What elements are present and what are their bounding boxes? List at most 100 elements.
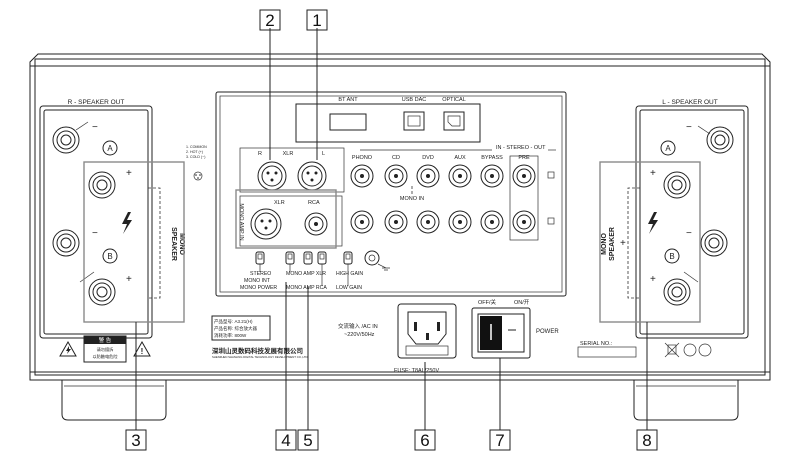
callout-1: 1 — [306, 9, 328, 31]
power-section: 交流输入 /AC IN ~220V/50Hz FUSE: T8AL/250V O… — [338, 298, 559, 374]
fuse-label: FUSE: T8AL/250V — [394, 368, 439, 374]
rca-pre-bottom[interactable] — [512, 210, 536, 234]
group-box-mono-amp — [235, 189, 337, 249]
rca-bypass-top[interactable] — [480, 164, 504, 188]
warning-triangle-right-icon — [133, 340, 151, 357]
r-label-b: B — [107, 252, 112, 261]
power-label: POWER — [536, 329, 559, 335]
l-mono-speaker-label: MONOSPEAKER — [601, 227, 616, 261]
rca-aux-top[interactable] — [448, 164, 472, 188]
r-plus-2: + — [126, 274, 132, 285]
mono-int-label: MONO INT — [244, 278, 271, 284]
r-terminal-b-minus[interactable] — [52, 229, 80, 257]
high-gain-label: HIGH GAIN — [336, 271, 363, 277]
rca-dvd-bottom[interactable] — [416, 210, 440, 234]
certification-icon-2 — [698, 343, 712, 357]
serial-no-label: SERIAL NO.: — [580, 341, 613, 347]
rca-dvd-top[interactable] — [416, 164, 440, 188]
aux-label: AUX — [454, 155, 466, 161]
pin-legend-3: 3. COLD (−) — [186, 155, 205, 159]
r-lightning-icon — [122, 212, 132, 234]
group-box-3 — [83, 161, 185, 323]
l-label-b: B — [669, 252, 674, 261]
power-on-label: ON/开 — [514, 299, 530, 306]
callout-6: 6 — [414, 429, 436, 451]
optical-label: OPTICAL — [442, 97, 466, 103]
switch-mono-amp-input[interactable] — [285, 251, 295, 265]
bt-antenna-port[interactable] — [329, 113, 367, 131]
svg-text:!: ! — [141, 347, 144, 356]
power-off-label: OFF/关 — [478, 298, 497, 306]
phono-label: PHONO — [352, 155, 373, 161]
warning-title: 警 告 — [99, 336, 112, 344]
xlr-l-label: L — [322, 151, 325, 157]
r-terminal-a-plus[interactable] — [88, 171, 116, 199]
l-pair-b-marker — [664, 248, 680, 264]
power-rocker-switch[interactable] — [471, 307, 531, 359]
xlr-right-input[interactable] — [257, 161, 287, 191]
switch-xlr-rca-1[interactable] — [303, 251, 313, 265]
certification-icon-1 — [683, 343, 697, 357]
callout-3: 3 — [125, 429, 147, 451]
group-box-8 — [599, 161, 701, 323]
rca-aux-bottom[interactable] — [448, 210, 472, 234]
warning-block: 警 告 请勿擅拆 以防触电危险 ! — [59, 335, 151, 363]
usb-dac-label: USB DAC — [402, 97, 426, 103]
callout-4: 4 — [275, 429, 297, 451]
l-speaker-out-title: L - SPEAKER OUT — [662, 99, 717, 106]
ac-voltage-label: ~220V/50Hz — [344, 332, 375, 338]
callout-1-number: 1 — [312, 11, 321, 30]
l-plus-3: + — [620, 238, 626, 249]
callout-2-number: 2 — [265, 11, 274, 30]
l-terminal-a-plus[interactable] — [663, 171, 691, 199]
rca-cd-bottom[interactable] — [384, 210, 408, 234]
rca-pre-top[interactable] — [512, 164, 536, 188]
callout-4-number: 4 — [281, 431, 290, 450]
bt-ant-label: BT ANT — [338, 97, 358, 103]
l-terminal-a-minus[interactable] — [706, 126, 734, 154]
rca-cd-top[interactable] — [384, 164, 408, 188]
switch-gain[interactable] — [343, 251, 353, 265]
switch-xlr-rca-2[interactable] — [317, 251, 327, 265]
r-minus-2: − — [92, 228, 98, 239]
callout-8: 8 — [636, 429, 658, 451]
r-terminal-a-minus[interactable] — [52, 126, 80, 154]
mono-power-label: MONO POWER — [240, 285, 277, 291]
rca-phono-bottom[interactable] — [350, 210, 374, 234]
r-pair-a-marker — [102, 140, 118, 156]
rca-phono-top[interactable] — [350, 164, 374, 188]
l-label-a: A — [665, 144, 671, 153]
mono-amp-rca-input[interactable] — [304, 212, 328, 236]
r-minus-1: − — [92, 122, 98, 133]
mono-amp-in-label: MONO AMP IN — [238, 203, 244, 240]
l-terminal-b-plus[interactable] — [663, 278, 691, 306]
mono-amp-xlr-input[interactable] — [250, 208, 282, 240]
rca-bypass-bottom[interactable] — [480, 210, 504, 234]
mono-rca-label: RCA — [308, 200, 320, 206]
optical-port[interactable] — [443, 111, 465, 131]
l-terminal-b-minus[interactable] — [700, 229, 728, 257]
xlr-stereo-label: XLR — [283, 151, 294, 157]
stereo-label: STEREO — [250, 271, 271, 277]
xlr-r-label: R — [258, 151, 262, 157]
r-pair-b-marker — [102, 248, 118, 264]
consumption-text: 消耗功率: 800W — [214, 332, 247, 339]
pin-legend-1: 1. COMMON — [186, 145, 207, 149]
xlr-left-input[interactable] — [297, 161, 327, 191]
iec-power-inlet[interactable] — [397, 303, 457, 359]
r-terminal-b-plus[interactable] — [88, 278, 116, 306]
ground-terminal[interactable] — [364, 250, 390, 271]
callout-lines — [135, 28, 648, 430]
mono-amp-rca-label: MONO AMP RCA — [286, 285, 327, 291]
l-lightning-icon — [648, 212, 658, 234]
switch-stereo-mono[interactable] — [255, 251, 265, 265]
callout-3-number: 3 — [131, 431, 140, 450]
mono-xlr-label: XLR — [274, 200, 285, 206]
l-pair-a-marker — [660, 140, 676, 156]
usb-dac-port[interactable] — [403, 111, 425, 131]
weee-bin-icon — [664, 342, 680, 358]
r-plus-1: + — [126, 168, 132, 179]
ac-in-label: 交流输入 /AC IN — [338, 322, 378, 330]
callout-6-number: 6 — [420, 431, 429, 450]
